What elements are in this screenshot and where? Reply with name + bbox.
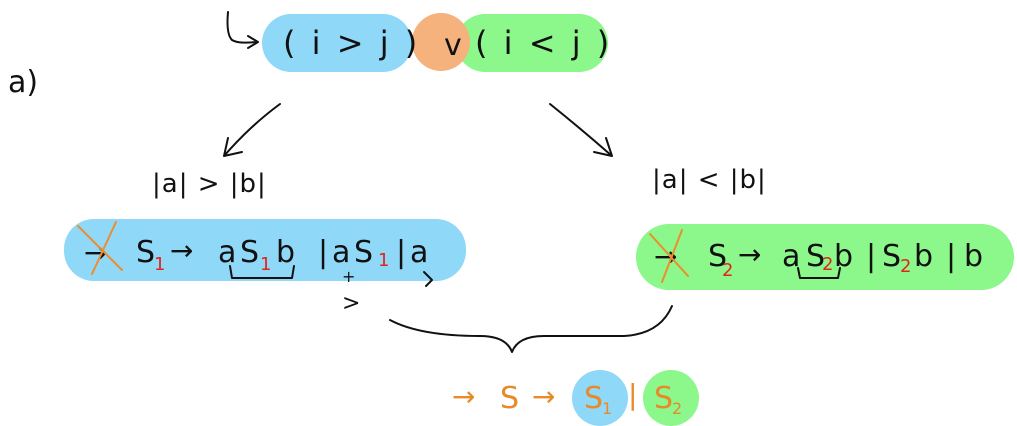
rule-s2-alt1-sub: 2	[822, 254, 833, 275]
highlight-start-s1	[572, 370, 628, 426]
rule-s2: → S 2 → a S 2 b | S 2 b | b	[649, 229, 983, 283]
rule-s1: → S 1 → a S 1 b | a S 1 | a + >	[77, 221, 433, 316]
start-rule-arrow: →	[452, 380, 475, 413]
start-rule-s1: S	[584, 381, 603, 416]
rule-s2-alt1-a: a	[782, 239, 800, 274]
rule-s2-alt2-b: b	[914, 239, 933, 274]
rule-s1-alt1-sub: 1	[260, 254, 271, 275]
rule-s2-alt1-S: S	[806, 239, 825, 274]
start-rule-head: S	[500, 381, 519, 416]
rule-s1-mark-geq: >	[342, 291, 360, 316]
rule-s1-alt2-a: a	[332, 235, 350, 270]
rule-s1-alt3-a: a	[410, 235, 428, 270]
rule-s1-alt2-sub: 1	[378, 250, 389, 271]
rule-s1-head-sub: 1	[154, 254, 165, 275]
start-rule: → S → S 1 | S 2	[452, 378, 682, 418]
branch-condition-left: |a| > |b|	[152, 169, 267, 199]
highlight-condition-left	[262, 14, 412, 72]
highlight-condition-right	[456, 14, 608, 72]
highlight-start-s2	[643, 370, 699, 426]
rule-s1-alt1-b: b	[276, 235, 295, 270]
rule-s1-sep2: |	[396, 235, 406, 270]
rule-s2-alt2-S: S	[882, 239, 901, 274]
rule-s2-alt2-sub: 2	[900, 256, 911, 277]
rule-s1-alt1-S: S	[240, 235, 259, 270]
start-rule-s2: S	[654, 381, 673, 416]
arrow-left-branch	[223, 103, 281, 157]
rule-s2-arrow: →	[654, 240, 677, 273]
condition-or: v	[444, 28, 462, 63]
rule-s2-production-arrow: →	[738, 238, 761, 271]
start-rule-production-arrow: →	[532, 380, 555, 413]
highlight-rule-s2	[636, 224, 1014, 290]
rule-s1-alt1-a: a	[218, 235, 236, 270]
rule-s1-head: S	[136, 235, 155, 270]
branch-condition-right: |a| < |b|	[652, 165, 767, 195]
rule-s1-mark-plus: +	[342, 267, 355, 286]
start-rule-s2-sub: 2	[672, 399, 682, 418]
rule-s1-crossout	[77, 221, 123, 275]
start-rule-sep: |	[628, 378, 637, 411]
entry-hook-arrow	[226, 11, 259, 49]
highlight-condition-or	[412, 13, 470, 71]
rule-s2-sep2: |	[946, 239, 956, 274]
start-rule-s1-sub: 1	[602, 399, 612, 418]
rule-s2-head-sub: 2	[722, 260, 733, 281]
arrow-right-branch	[549, 103, 613, 157]
rule-s1-alt2-S: S	[354, 235, 373, 270]
rule-s1-sep1: |	[318, 235, 328, 270]
part-label: a)	[8, 65, 38, 100]
condition-left: ( i > j )	[283, 24, 420, 62]
rule-s1-arrow: →	[84, 236, 107, 269]
rule-s1-mark-tick	[423, 271, 433, 287]
merge-brace	[389, 305, 673, 353]
rule-s2-head: S	[708, 239, 727, 274]
condition-right: ( i < j )	[475, 24, 612, 62]
highlight-rule-s1	[64, 219, 466, 281]
rule-s2-alt1-b: b	[834, 239, 853, 274]
rule-s2-alt3-b: b	[964, 239, 983, 274]
rule-s2-underbrace	[797, 267, 841, 279]
rule-s1-production-arrow: →	[170, 234, 193, 267]
rule-s1-underbrace	[229, 265, 295, 279]
rule-s2-sep1: |	[866, 239, 876, 274]
rule-s2-crossout	[649, 229, 689, 283]
